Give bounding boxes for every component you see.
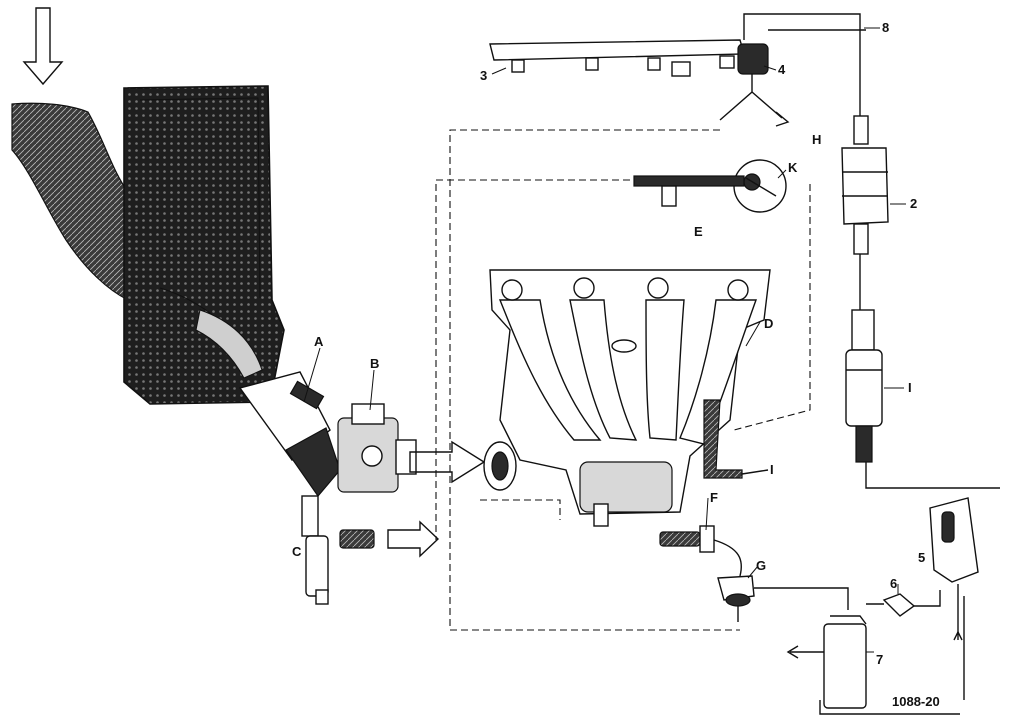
air-cleaner-housing [123, 85, 285, 405]
leader-lines [303, 27, 906, 653]
vacuum-unit-G [713, 539, 849, 622]
air-inlet-arrow [22, 7, 64, 86]
vacuum-hose-E [633, 175, 745, 207]
label-H: H [812, 132, 821, 147]
control-unit-7 [786, 615, 960, 715]
label-C: C [292, 544, 302, 559]
label-G: G [756, 558, 766, 573]
fuel-filter-2 [841, 115, 889, 255]
figure-number: 1088-20 [892, 694, 940, 709]
flow-arrow-upper [409, 440, 486, 484]
label-3: 3 [480, 68, 487, 83]
label-7: 7 [876, 652, 883, 667]
pressure-regulator-4 [719, 43, 790, 127]
label-2: 2 [910, 196, 917, 211]
throttle-body-B [337, 403, 417, 493]
sensor-I-upper [703, 399, 769, 479]
control-lines [435, 129, 811, 631]
flow-arrow-lower [387, 520, 440, 558]
label-5: 5 [918, 550, 925, 565]
fuel-rail-3 [489, 39, 745, 77]
fuel-pump-1 [845, 309, 883, 463]
idle-valve-C [301, 495, 375, 605]
label-6: 6 [890, 576, 897, 591]
label-I-upper: I [770, 462, 774, 477]
label-K: K [788, 160, 798, 175]
air-flow-sensor-A [238, 371, 341, 497]
label-F: F [710, 490, 718, 505]
sensor-F [593, 503, 715, 553]
label-A: A [314, 334, 324, 349]
connector-6 [866, 590, 941, 617]
air-intake-duct [11, 102, 129, 301]
label-4: 4 [778, 62, 786, 77]
label-I-lower: I [908, 380, 912, 395]
relay-5 [929, 497, 979, 700]
label-8: 8 [882, 20, 889, 35]
intake-manifold-D [483, 269, 771, 515]
damper-K [733, 159, 787, 213]
label-E: E [694, 224, 703, 239]
label-B: B [370, 356, 379, 371]
label-D: D [764, 316, 773, 331]
